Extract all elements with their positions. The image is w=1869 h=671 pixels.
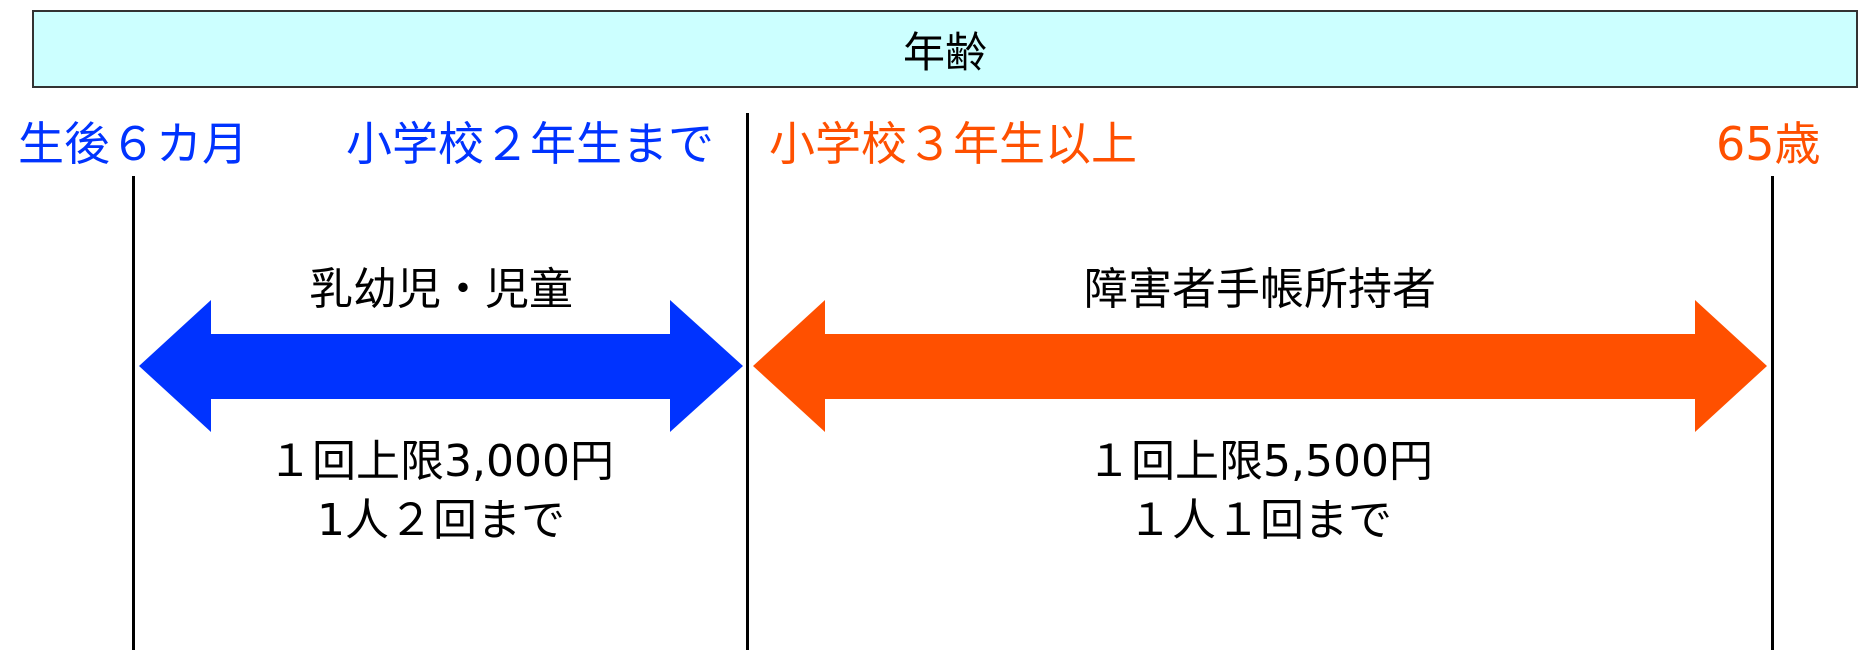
boundary-line-middle bbox=[746, 113, 749, 650]
boundary-line-start bbox=[132, 176, 135, 650]
group-times-children: 1人２回まで bbox=[317, 495, 565, 546]
label-grade3-and-above: 小学校３年生以上 bbox=[769, 117, 1137, 171]
age-header-title: 年齢 bbox=[902, 27, 987, 77]
boundary-line-end bbox=[1771, 176, 1774, 650]
arrow-children bbox=[139, 300, 743, 432]
label-up-to-grade2: 小学校２年生まで bbox=[346, 117, 714, 171]
group-limit-children: １回上限3,000円 bbox=[268, 436, 614, 487]
group-name-children: 乳幼児・児童 bbox=[309, 264, 573, 315]
group-name-disability: 障害者手帳所持者 bbox=[1084, 264, 1436, 315]
label-65-years: 65歳 bbox=[1716, 117, 1821, 171]
group-limit-disability: １回上限5,500円 bbox=[1087, 436, 1433, 487]
label-6-months: 生後６カ月 bbox=[18, 117, 248, 171]
group-times-disability: １人１回まで bbox=[1128, 495, 1392, 546]
age-header: 年齢 bbox=[32, 10, 1858, 88]
arrow-disability bbox=[753, 300, 1767, 432]
